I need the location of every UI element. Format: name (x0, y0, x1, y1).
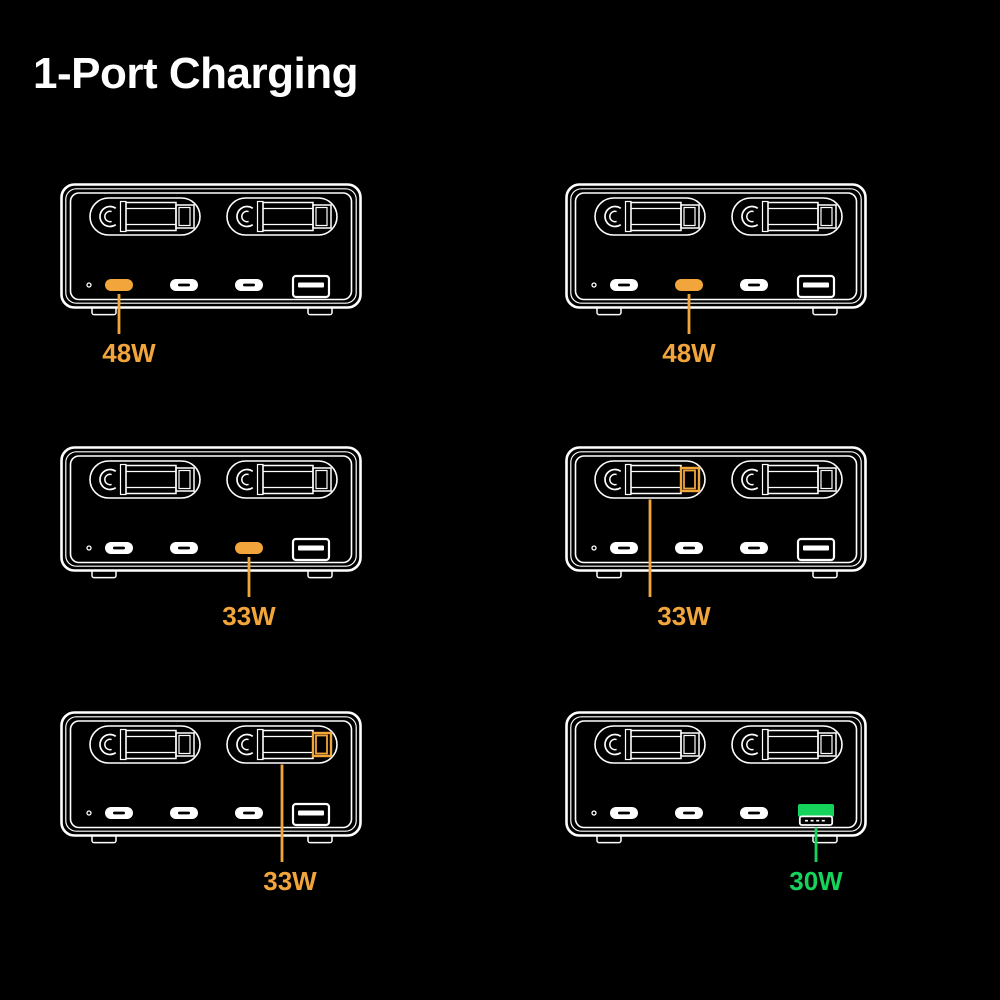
usb-c-port-2 (170, 542, 198, 554)
wattage-label-3: 33W (222, 601, 276, 631)
usb-a-port (291, 537, 331, 562)
usb-c-port-2 (170, 279, 198, 291)
cable-1-connector-tip (175, 732, 195, 757)
power-led (591, 282, 597, 288)
foot-left (596, 835, 622, 844)
power-led (591, 810, 597, 816)
retractable-cable-2 (731, 197, 843, 236)
device-body (60, 183, 362, 316)
wattage-label-5: 33W (263, 866, 317, 896)
retractable-cable-2 (226, 197, 338, 236)
cable-2-connector-tip (817, 204, 837, 229)
charger-device-4: 33W (565, 446, 867, 656)
device-body (60, 446, 362, 579)
charger-illustration-1 (60, 183, 362, 334)
cable-1-connector-tip (175, 467, 195, 492)
usb-c-port-2 (675, 807, 703, 819)
foot-left (91, 570, 117, 579)
usb-c-port-1 (610, 279, 638, 291)
retractable-cable-2 (731, 725, 843, 764)
foot-left (91, 835, 117, 844)
usb-a-port (291, 274, 331, 299)
cable-1-connector-tip (679, 466, 701, 493)
usb-c-port-3 (235, 279, 263, 291)
retractable-cable-1 (594, 460, 706, 499)
foot-right (812, 307, 838, 316)
foot-right (307, 835, 333, 844)
usb-c-port-3 (235, 542, 263, 554)
power-led (591, 545, 597, 551)
cable-2-connector-tip (311, 731, 333, 758)
power-led (86, 810, 92, 816)
retractable-cable-1 (594, 725, 706, 764)
retractable-cable-1 (89, 725, 201, 764)
foot-right (812, 570, 838, 579)
retractable-cable-2 (731, 460, 843, 499)
usb-c-port-1 (105, 542, 133, 554)
retractable-cable-2 (226, 460, 338, 499)
wattage-label-4: 33W (657, 601, 711, 631)
usb-c-port-2 (675, 279, 703, 291)
charger-illustration-4 (565, 446, 867, 597)
charger-device-1: 48W (60, 183, 362, 393)
cable-1-connector-tip (175, 204, 195, 229)
wattage-label-6: 30W (789, 866, 843, 896)
charger-device-2: 48W (565, 183, 867, 393)
usb-c-port-3 (740, 542, 768, 554)
charger-device-5: 33W (60, 711, 362, 921)
usb-c-port-1 (610, 542, 638, 554)
device-body (565, 183, 867, 316)
usb-a-port (796, 274, 836, 299)
device-body (60, 711, 362, 844)
charger-device-6: 30W (565, 711, 867, 921)
power-led (86, 545, 92, 551)
charger-illustration-2 (565, 183, 867, 334)
foot-right (812, 835, 838, 844)
foot-left (596, 570, 622, 579)
page-title: 1-Port Charging (33, 49, 358, 98)
cable-1-connector-tip (680, 732, 700, 757)
usb-c-port-2 (675, 542, 703, 554)
foot-right (307, 307, 333, 316)
cable-2-connector-tip (817, 467, 837, 492)
retractable-cable-1 (89, 197, 201, 236)
retractable-cable-1 (89, 460, 201, 499)
usb-a-port (798, 804, 834, 826)
usb-c-port-1 (610, 807, 638, 819)
charger-illustration-6 (565, 711, 867, 862)
cable-2-connector-tip (312, 467, 332, 492)
power-led (86, 282, 92, 288)
cable-2-connector-tip (817, 732, 837, 757)
charger-illustration-3 (60, 446, 362, 597)
usb-c-port-3 (235, 807, 263, 819)
foot-right (307, 570, 333, 579)
foot-left (596, 307, 622, 316)
charger-illustration-5 (60, 711, 362, 862)
device-body (565, 711, 867, 844)
cable-2-connector-tip (312, 204, 332, 229)
wattage-label-2: 48W (662, 338, 716, 368)
retractable-cable-1 (594, 197, 706, 236)
cable-1-connector-tip (680, 204, 700, 229)
wattage-label-1: 48W (102, 338, 156, 368)
usb-a-port (796, 537, 836, 562)
usb-c-port-2 (170, 807, 198, 819)
usb-c-port-3 (740, 807, 768, 819)
device-body (565, 446, 867, 579)
usb-c-port-1 (105, 807, 133, 819)
retractable-cable-2 (226, 725, 338, 764)
foot-left (91, 307, 117, 316)
usb-a-port (291, 802, 331, 827)
usb-c-port-1 (105, 279, 133, 291)
charger-device-3: 33W (60, 446, 362, 656)
usb-c-port-3 (740, 279, 768, 291)
